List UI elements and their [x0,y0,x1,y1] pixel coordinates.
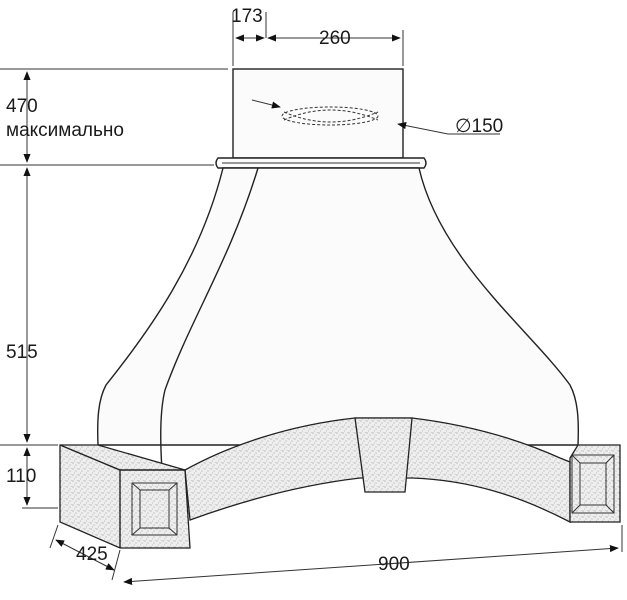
dim-duct-offset: 173 [231,6,263,27]
dim-duct-height-note: максимально [6,120,124,141]
duct-box [232,68,404,159]
dimension-lines [0,12,623,586]
dim-depth: 425 [76,544,108,565]
dim-hood-height: 515 [6,342,38,363]
duct-opening [281,106,379,126]
dim-base-height: 110 [6,466,36,487]
hood-body [97,157,579,471]
dim-duct-diameter: ∅150 [455,116,503,137]
dim-width: 900 [378,554,410,575]
dim-duct-height: 470 [6,96,38,117]
dim-duct-width: 260 [319,28,351,49]
hood-base [59,417,621,549]
